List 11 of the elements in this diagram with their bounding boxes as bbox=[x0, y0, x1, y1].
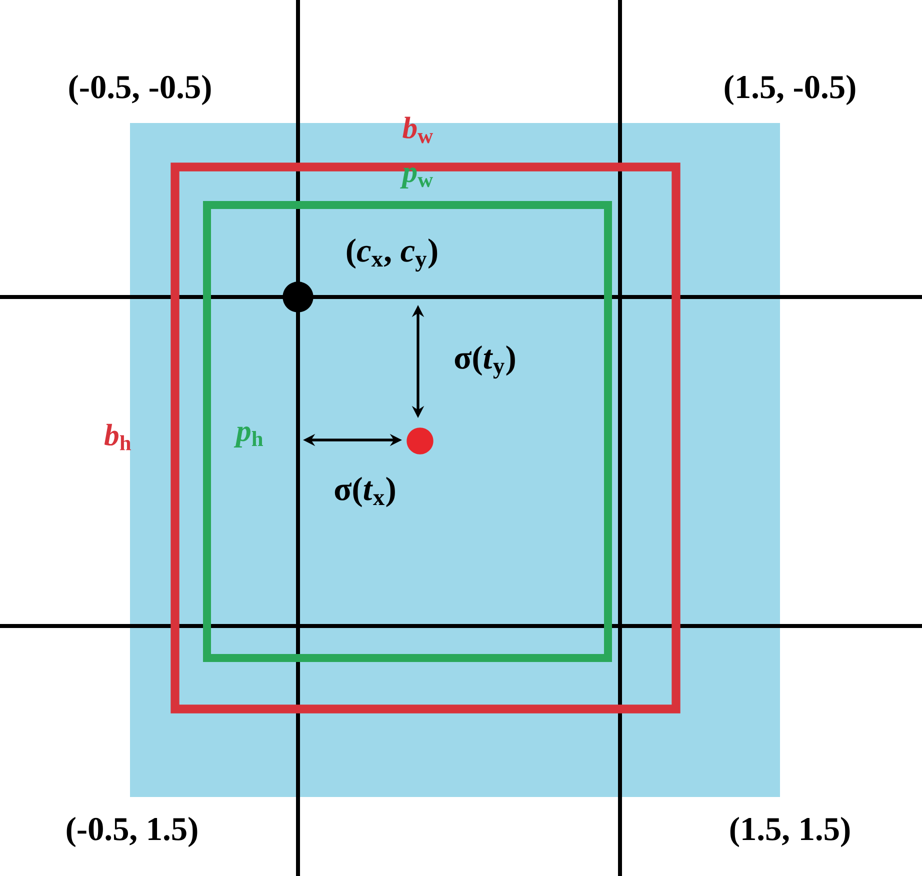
center-label: (c$_{x}$, c$_{y}$) bbox=[346, 238, 438, 272]
offset-label: σ(t$_{y}$) bbox=[454, 345, 515, 379]
height-label: p$_{h}$ bbox=[234, 426, 263, 448]
width-label: p$_{w}$ bbox=[400, 168, 433, 188]
coordinate-label: (1.5, 1.5) bbox=[730, 816, 850, 848]
coordinate-label: (-0.5, -0.5) bbox=[69, 74, 211, 106]
coordinate-label: (1.5, -0.5) bbox=[724, 74, 856, 106]
offset-label: σ(t$_{x}$) bbox=[334, 476, 395, 508]
width-label: b$_{w}$ bbox=[402, 116, 433, 144]
coordinate-label: (-0.5, 1.5) bbox=[66, 816, 198, 848]
height-label: b$_{h}$ bbox=[104, 424, 131, 450]
